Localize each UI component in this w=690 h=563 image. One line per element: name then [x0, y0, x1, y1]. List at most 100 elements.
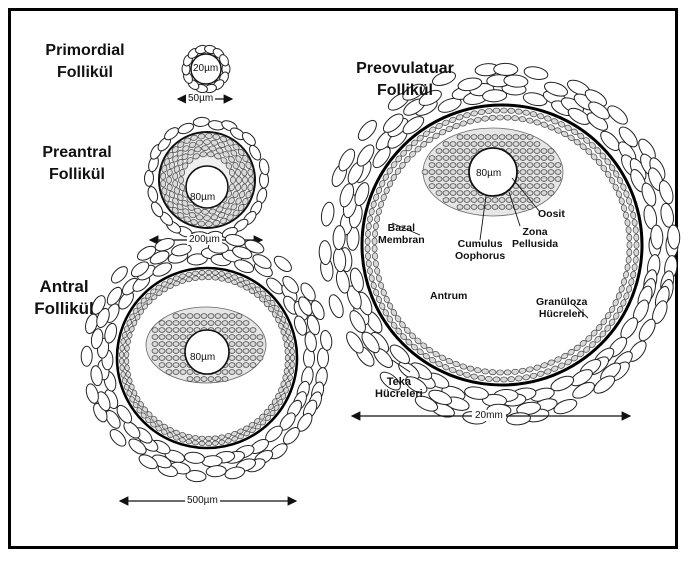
- cell: [257, 342, 263, 347]
- cell: [534, 184, 540, 189]
- cell: [372, 245, 377, 252]
- cell: [527, 177, 533, 182]
- cell: [207, 151, 214, 157]
- cell: [497, 115, 504, 120]
- cell: [201, 321, 207, 326]
- cell: [489, 369, 496, 375]
- cell: [284, 342, 289, 349]
- cell: [229, 321, 235, 326]
- cell: [506, 142, 512, 147]
- cell: [318, 348, 329, 368]
- cell: [152, 349, 158, 354]
- cell: [187, 321, 193, 326]
- cell: [450, 156, 456, 161]
- cell: [187, 314, 193, 319]
- cell: [187, 370, 193, 375]
- cumulus-oophorus-label: Cumulus Oophorus: [455, 238, 505, 262]
- cell: [527, 184, 533, 189]
- cell: [429, 177, 435, 182]
- cell: [457, 198, 463, 203]
- cell: [499, 142, 505, 147]
- cell: [527, 149, 533, 154]
- cell: [450, 142, 456, 147]
- cell: [320, 201, 336, 227]
- cell: [172, 180, 178, 187]
- cell: [499, 205, 505, 210]
- cell: [471, 149, 477, 154]
- cell: [250, 342, 256, 347]
- cell: [159, 321, 165, 326]
- cell: [212, 270, 218, 275]
- cell: [450, 184, 456, 189]
- cell: [626, 256, 632, 263]
- cell: [229, 335, 235, 340]
- cell: [215, 321, 221, 326]
- cell: [541, 177, 547, 182]
- cell: [436, 170, 442, 175]
- cell: [199, 441, 205, 446]
- cell: [508, 376, 515, 382]
- cell: [236, 342, 242, 347]
- preovulatory-title: Preovulatuar Follikül: [340, 58, 470, 102]
- cell: [485, 376, 492, 382]
- cell: [527, 142, 533, 147]
- cell: [250, 335, 256, 340]
- cell: [492, 205, 498, 210]
- cell: [365, 230, 371, 237]
- cell: [236, 328, 242, 333]
- cell: [289, 341, 294, 348]
- oosit-label: Oosit: [538, 208, 565, 220]
- cell: [520, 184, 526, 189]
- cell: [457, 184, 463, 189]
- cell: [457, 149, 463, 154]
- cell: [180, 335, 186, 340]
- cell: [173, 321, 179, 326]
- cell: [422, 170, 428, 175]
- preantral-title-line2: Follikül: [22, 164, 132, 186]
- cell: [236, 177, 241, 184]
- cell: [166, 342, 172, 347]
- cell: [243, 356, 249, 361]
- cell: [173, 335, 179, 340]
- preantral-follicle: [144, 117, 270, 243]
- zona-pellusida-label: Zona Pellusida: [512, 226, 558, 250]
- cell: [248, 177, 253, 184]
- cell: [222, 314, 228, 319]
- cell: [548, 191, 554, 196]
- cell: [513, 198, 519, 203]
- cell: [464, 205, 470, 210]
- cell: [202, 209, 209, 214]
- cell: [172, 173, 178, 180]
- cell: [527, 205, 533, 210]
- cell: [541, 156, 547, 161]
- cell: [250, 349, 256, 354]
- cell: [180, 321, 186, 326]
- antral-title: Antral Follikül: [24, 276, 104, 320]
- cell: [208, 377, 214, 382]
- cell: [160, 173, 166, 180]
- cell: [166, 363, 172, 368]
- cell: [199, 270, 205, 275]
- cell: [485, 135, 491, 140]
- cell: [485, 142, 491, 147]
- cell: [511, 115, 518, 121]
- cell: [285, 355, 290, 361]
- cell: [257, 335, 263, 340]
- primordial-title-line2: Follikül: [30, 62, 140, 84]
- cell: [457, 156, 463, 161]
- cell: [443, 156, 449, 161]
- cell: [534, 149, 540, 154]
- cell: [457, 177, 463, 182]
- cell: [520, 163, 526, 168]
- cell: [534, 142, 540, 147]
- cell: [534, 191, 540, 196]
- cell: [173, 328, 179, 333]
- cell: [372, 238, 377, 245]
- cell: [212, 441, 218, 446]
- cell: [125, 345, 130, 352]
- cell: [450, 191, 456, 196]
- cell: [243, 342, 249, 347]
- cell: [236, 335, 242, 340]
- cell: [492, 142, 498, 147]
- cell: [173, 363, 179, 368]
